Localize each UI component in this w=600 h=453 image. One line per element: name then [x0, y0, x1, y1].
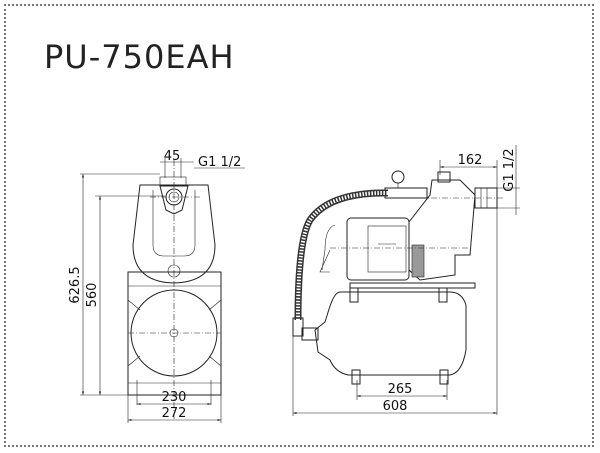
- base-frame: [127, 271, 222, 396]
- dim-outlet-thread: G1 1/2: [502, 148, 517, 191]
- side-view: [292, 170, 505, 385]
- model-title: PU-750EAH: [44, 38, 235, 76]
- motor: [346, 217, 410, 281]
- pressure-gauge: [391, 170, 405, 184]
- power-cable: [319, 224, 336, 273]
- mount-plate: [349, 282, 476, 289]
- gauge-pipe: [384, 187, 428, 199]
- dim-width: 272: [162, 406, 187, 421]
- inlet-flange: [159, 185, 189, 215]
- dim-flange-offset: 45: [164, 149, 181, 164]
- dim-length: 608: [383, 399, 408, 414]
- dim-outlet-offset: 162: [458, 153, 483, 168]
- dotted-border: [4, 4, 594, 447]
- dim-total-height: 626.5: [68, 266, 83, 303]
- dim-inlet-height: 560: [85, 283, 100, 308]
- flex-hose: [296, 190, 389, 321]
- side-dimensions: 162 G1 1/2 265 608: [292, 145, 520, 416]
- dim-inlet-thread: G1 1/2: [198, 155, 241, 170]
- dim-side-foot-spacing: 265: [388, 382, 413, 397]
- front-dimensions: 626.5 560 230 272 45 G1 1/2: [68, 149, 245, 423]
- pressure-tank: [314, 291, 467, 376]
- front-view: [127, 160, 222, 420]
- dim-foot-spacing: 230: [162, 390, 187, 405]
